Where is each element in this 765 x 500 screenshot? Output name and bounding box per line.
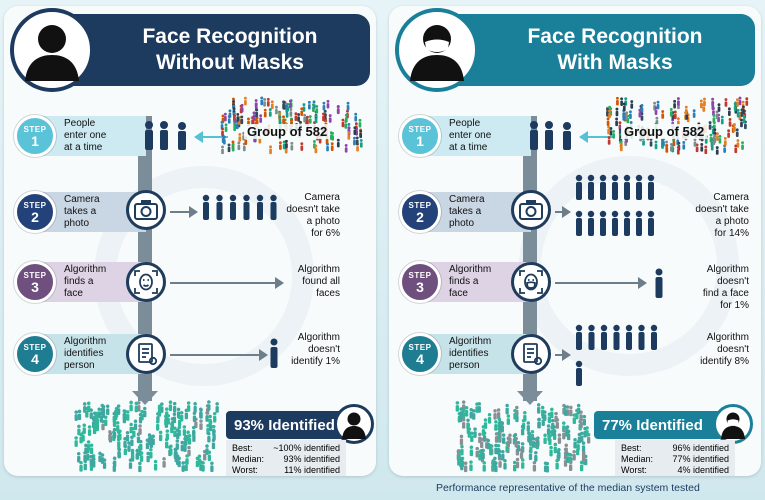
flow-spine <box>138 116 152 401</box>
undetected-face-person-icon <box>655 268 663 298</box>
person-silhouette-icon <box>10 8 94 92</box>
flow-spine-arrow <box>517 391 543 405</box>
group-label: Group of 582 <box>244 124 331 139</box>
panel-title-line1: Face Recognition <box>527 25 703 48</box>
document-gear-icon <box>126 334 166 374</box>
step1-arrow <box>194 131 228 143</box>
photographed-people-icon <box>202 194 277 220</box>
entering-people-icon <box>145 121 186 150</box>
document-gear-icon <box>511 334 551 374</box>
identified-crowd-icon <box>455 400 591 473</box>
step3-arrow <box>555 277 647 289</box>
panel-title-line2: Without Masks <box>156 51 304 74</box>
panel-header: Face Recognition Without Masks <box>50 14 370 86</box>
result-banner: 77% Identified <box>594 411 722 439</box>
panel-header: Face Recognition With Masks <box>435 14 755 86</box>
result-banner: 93% Identified <box>226 411 354 439</box>
step2-arrow <box>170 206 198 218</box>
footer-note: Performance representative of the median… <box>436 482 700 494</box>
step4-arrow <box>170 349 268 361</box>
photographed-people-icon <box>575 174 655 236</box>
masked-person-icon <box>395 8 479 92</box>
step4-arrow <box>555 349 571 361</box>
camera-icon <box>511 190 551 230</box>
panel-title-line1: Face Recognition <box>142 25 318 48</box>
face-scan-icon <box>126 262 166 302</box>
unidentified-person-icon <box>270 338 278 368</box>
flow-spine <box>523 116 537 401</box>
identified-crowd-icon <box>74 400 219 473</box>
step1-arrow <box>579 131 613 143</box>
step3-arrow <box>170 277 284 289</box>
camera-icon <box>126 190 166 230</box>
stats-box: Best:96% identified Median:77% identifie… <box>615 440 735 476</box>
panel-title-line2: With Masks <box>557 51 673 74</box>
unidentified-people-icon <box>575 324 658 386</box>
entering-people-icon <box>530 121 571 150</box>
stats-box: Best:~100% identified Median:93% identif… <box>226 440 346 476</box>
step2-arrow <box>555 206 571 218</box>
face-scan-icon <box>511 262 551 302</box>
person-silhouette-icon <box>334 404 374 444</box>
masked-person-icon <box>713 404 753 444</box>
group-label: Group of 582 <box>621 124 708 139</box>
